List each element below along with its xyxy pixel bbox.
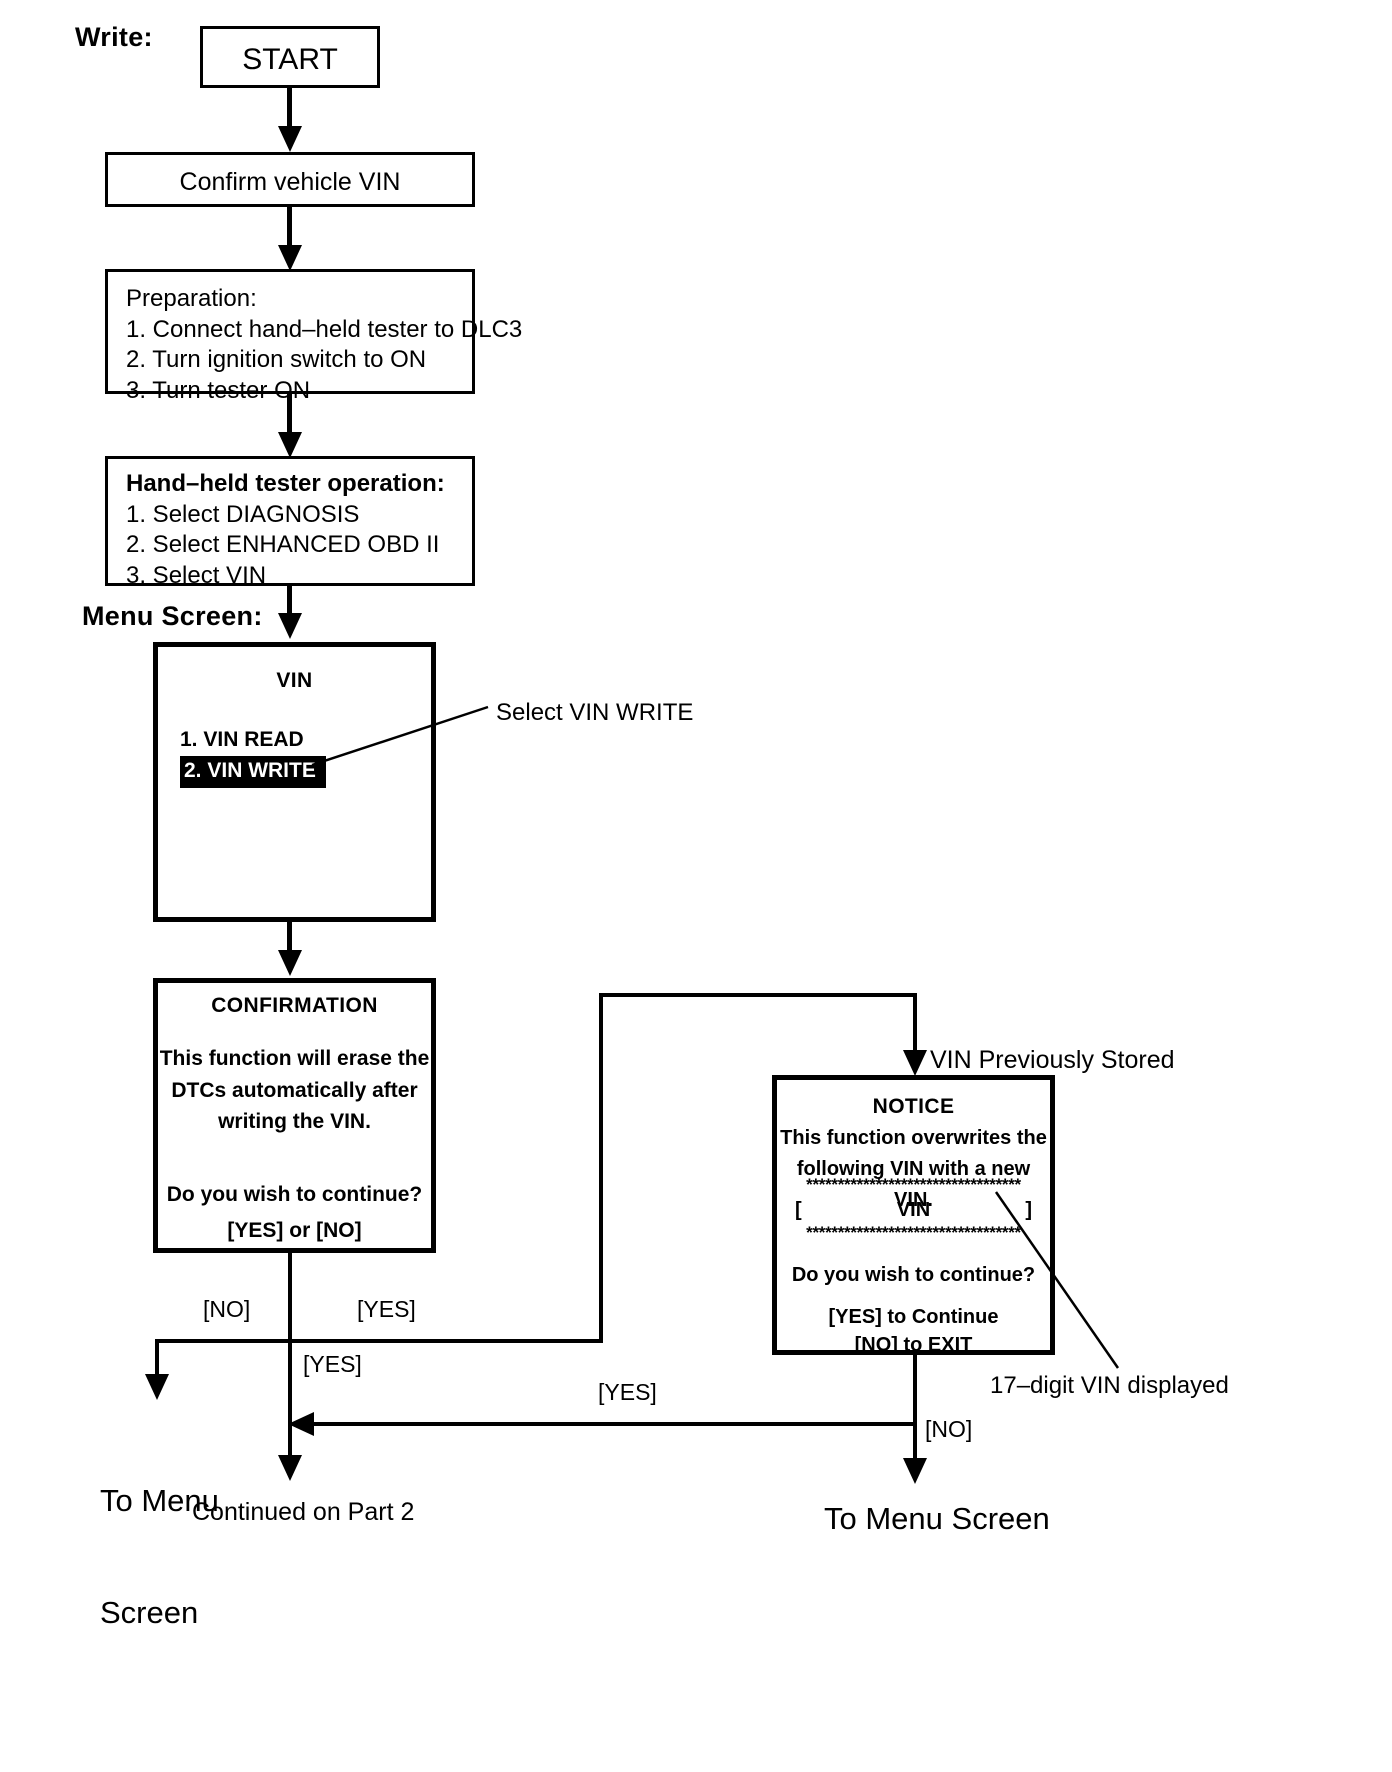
connector-confirm-to-preparation (287, 207, 292, 250)
menu-screen-title: VIN (276, 669, 313, 692)
terminal-to-menu-screen-right: To Menu Screen (824, 1501, 1050, 1536)
connector-yes-riser (599, 993, 603, 1343)
edge-label-notice-no: [NO] (925, 1416, 973, 1442)
notice-vin-bracket-close: ] (1025, 1199, 1032, 1221)
notice-question: Do you wish to continue? (791, 1264, 1036, 1286)
node-preparation-title: Preparation: (126, 285, 257, 312)
arrowhead-down-icon (278, 613, 302, 639)
node-preparation-step-2: 2. Turn ignition switch to ON (126, 346, 427, 374)
terminal-to-menu-screen-left-line1: To Menu (100, 1483, 219, 1519)
connector-start-to-confirm (287, 88, 292, 130)
confirmation-title: CONFIRMATION (211, 994, 378, 1017)
arrowhead-down-icon (278, 1455, 302, 1481)
connector-no-drop (155, 1339, 159, 1384)
edge-label-notice-yes: [YES] (598, 1379, 657, 1405)
leader-line-select-vin-write (311, 705, 489, 767)
connector-to-notice-drop (913, 993, 917, 1061)
node-tester-operation-step-2: 2. Select ENHANCED OBD II (126, 531, 440, 559)
arrowhead-down-icon (278, 126, 302, 152)
edge-label-confirmation-yes-down: [YES] (303, 1351, 362, 1377)
connector-preparation-to-tester (287, 394, 292, 437)
connector-yes-down (288, 1339, 292, 1469)
notice-body-line-1: This function overwrites the (780, 1127, 1047, 1149)
arrowhead-left-icon (288, 1412, 314, 1436)
node-confirmation: CONFIRMATION This function will erase th… (153, 978, 436, 1253)
confirmation-body-line-2: DTCs automatically after (171, 1078, 418, 1102)
edge-label-confirmation-no: [NO] (203, 1296, 251, 1322)
confirmation-options: [YES] or [NO] (227, 1219, 362, 1242)
notice-stars-bottom: ********************************** (806, 1223, 1021, 1242)
connector-no-horizontal (155, 1339, 290, 1343)
node-tester-operation: Hand–held tester operation: 1. Select DI… (105, 456, 475, 589)
terminal-to-menu-screen-left: To Menu Screen (100, 1408, 219, 1706)
connector-yes-top-run (599, 993, 917, 997)
notice-body-line-2: following VIN with a new VIN. (796, 1158, 1031, 1211)
node-start-label: START (242, 43, 338, 76)
leader-line-17-digit-vin (994, 1191, 1120, 1369)
arrowhead-down-icon (278, 950, 302, 976)
connector-notice-bottom-stem (913, 1355, 917, 1425)
arrowhead-down-icon (278, 245, 302, 271)
annotation-select-vin-write: Select VIN WRITE (496, 699, 694, 726)
terminal-to-menu-screen-left-line2: Screen (100, 1594, 199, 1630)
arrowhead-down-icon (145, 1374, 169, 1400)
annotation-vin-previously-stored: VIN Previously Stored (930, 1046, 1175, 1074)
connector-menu-to-confirmation (287, 922, 292, 962)
node-menu-screen: VIN 1. VIN READ 2. VIN WRITE (153, 642, 436, 922)
node-confirm-vehicle-vin: Confirm vehicle VIN (105, 152, 475, 207)
arrowhead-down-icon (278, 432, 302, 458)
connector-yes-horizontal (288, 1339, 603, 1343)
menu-screen-caption: Menu Screen: (82, 601, 263, 631)
terminal-continued-on-part-2: Continued on Part 2 (192, 1498, 415, 1526)
notice-vin-bracket-open: [ (795, 1199, 802, 1221)
edge-label-confirmation-yes-right: [YES] (357, 1296, 416, 1322)
notice-stars-top: ********************************** (806, 1175, 1021, 1194)
node-preparation-step-3: 3. Turn tester ON (126, 377, 311, 405)
connector-notice-yes-horizontal (310, 1422, 915, 1426)
confirmation-question: Do you wish to continue? (166, 1183, 423, 1206)
node-tester-operation-step-3: 3. Select VIN (126, 562, 267, 590)
node-tester-operation-step-1: 1. Select DIAGNOSIS (126, 500, 360, 528)
menu-item-vin-read[interactable]: 1. VIN READ (180, 728, 304, 751)
node-confirm-vehicle-vin-label: Confirm vehicle VIN (179, 168, 401, 196)
confirmation-body-line-1: This function will erase the (159, 1047, 430, 1070)
node-preparation-step-1: 1. Connect hand–held tester to DLC3 (126, 315, 523, 343)
notice-title: NOTICE (872, 1095, 955, 1118)
notice-option-yes: [YES] to Continue (828, 1306, 999, 1328)
confirmation-body-line-3: writing the VIN. (218, 1110, 371, 1133)
node-tester-operation-title: Hand–held tester operation: (126, 470, 445, 497)
notice-option-no: [NO] to EXIT (854, 1334, 973, 1356)
arrowhead-down-icon (903, 1050, 927, 1076)
connector-notice-no-drop (913, 1422, 917, 1472)
menu-item-vin-write[interactable]: 2. VIN WRITE (180, 756, 326, 788)
section-label: Write: (75, 22, 153, 52)
node-start: START (200, 26, 380, 88)
node-preparation: Preparation: 1. Connect hand–held tester… (105, 269, 522, 404)
notice-vin-field-label: VIN (896, 1199, 931, 1221)
connector-confirmation-stem (288, 1253, 292, 1343)
node-notice: NOTICE This function overwrites the foll… (772, 1075, 1055, 1356)
connector-tester-to-menu (287, 586, 292, 628)
arrowhead-down-icon (903, 1458, 927, 1484)
annotation-17-digit-vin: 17–digit VIN displayed (990, 1372, 1229, 1399)
